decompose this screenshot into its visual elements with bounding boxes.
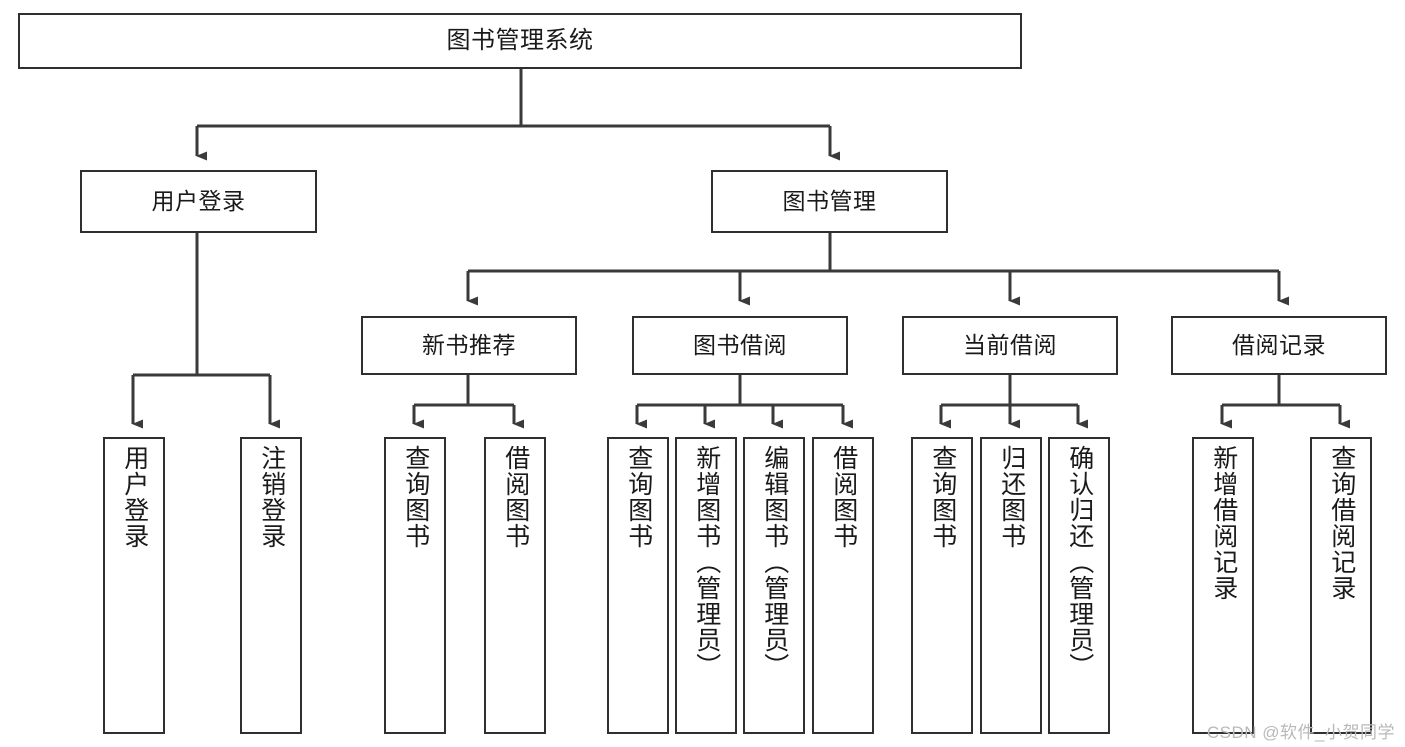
node-book-management[interactable]: 图书管理 [711,170,948,233]
leaf-edit-book-admin[interactable]: 编辑图书（管理员） [743,437,805,734]
leaf-user-login[interactable]: 用户登录 [103,437,165,734]
node-label: 借阅记录 [1232,331,1326,358]
node-current-borrow[interactable]: 当前借阅 [902,316,1118,375]
node-label: 查询图书 [624,445,653,549]
leaf-return-book[interactable]: 归还图书 [980,437,1042,734]
leaf-query-book-1[interactable]: 查询图书 [384,437,446,734]
node-label: 当前借阅 [963,331,1057,358]
leaf-borrow-book-1[interactable]: 借阅图书 [484,437,546,734]
leaf-query-borrow-record[interactable]: 查询借阅记录 [1310,437,1372,734]
node-label: 查询图书 [401,445,430,549]
leaf-logout-login[interactable]: 注销登录 [240,437,302,734]
node-label: 新书推荐 [422,331,516,358]
leaf-query-book-3[interactable]: 查询图书 [911,437,973,734]
leaf-add-borrow-record[interactable]: 新增借阅记录 [1192,437,1254,734]
node-root-book-management-system[interactable]: 图书管理系统 [18,13,1022,69]
node-label: 图书管理 [782,187,877,214]
node-label: 借阅图书 [829,445,858,549]
node-label: 图书管理系统 [446,26,594,54]
node-label: 编辑图书（管理员） [760,445,789,679]
leaf-query-book-2[interactable]: 查询图书 [607,437,669,734]
node-label: 图书借阅 [693,331,787,358]
node-label: 用户登录 [151,187,246,214]
node-label: 注销登录 [257,445,286,549]
leaf-confirm-return-admin[interactable]: 确认归还（管理员） [1048,437,1110,734]
node-borrow-record[interactable]: 借阅记录 [1171,316,1387,375]
node-book-borrow[interactable]: 图书借阅 [632,316,848,375]
node-label: 借阅图书 [501,445,530,549]
leaf-borrow-book-2[interactable]: 借阅图书 [812,437,874,734]
node-new-book-recommend[interactable]: 新书推荐 [361,316,577,375]
node-label: 新增图书（管理员） [692,445,721,679]
node-label: 新增借阅记录 [1209,445,1238,601]
leaf-add-book-admin[interactable]: 新增图书（管理员） [675,437,737,734]
node-label: 查询借阅记录 [1327,445,1356,601]
node-label: 查询图书 [928,445,957,549]
node-label: 用户登录 [120,445,149,549]
csdn-watermark: CSDN @软件_小贺同学 [1206,723,1395,742]
node-user-login[interactable]: 用户登录 [80,170,317,233]
node-label: 归还图书 [997,445,1026,549]
node-label: 确认归还（管理员） [1065,445,1094,679]
